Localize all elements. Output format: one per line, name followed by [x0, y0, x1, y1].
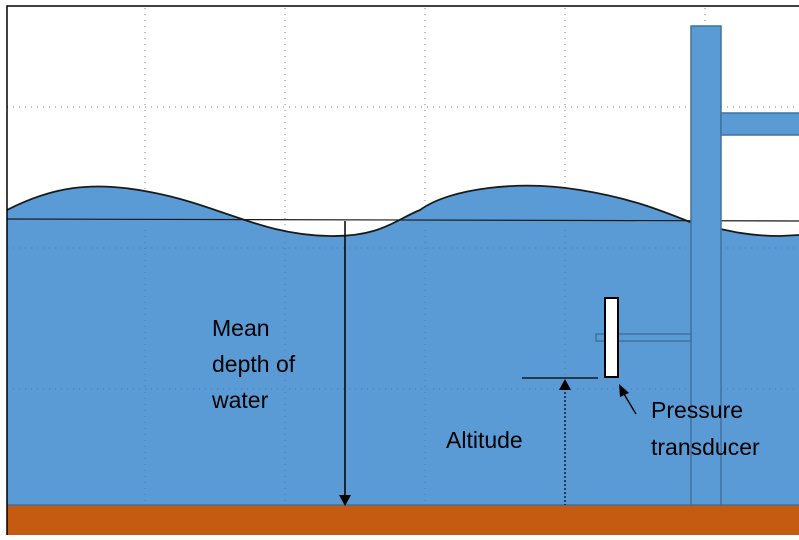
transducer-pointer-arrow: [619, 384, 637, 415]
gauge-post: [690, 25, 722, 511]
mean-depth-line-1: Mean: [212, 315, 270, 341]
altitude-label: Altitude: [446, 427, 523, 453]
pressure-transducer-line-1: Pressure: [651, 397, 743, 423]
mean-depth-line-3: water: [211, 387, 269, 413]
altitude-arrow: [522, 377, 598, 505]
gauge-top-arm: [720, 112, 799, 136]
submerged-grid: [7, 230, 799, 505]
seabed: [7, 505, 799, 535]
pressure-transducer-label: Pressure transducer: [651, 397, 760, 460]
pressure-transducer-line-2: transducer: [651, 434, 760, 460]
sensor-mount-bracket: [595, 333, 692, 342]
mean-water-level-line: [7, 218, 799, 222]
mean-depth-line-2: depth of: [212, 351, 296, 377]
wave-surface-line: [7, 184, 799, 237]
water-body: [7, 185, 799, 511]
pressure-transducer: [604, 297, 619, 378]
mean-depth-arrow: [339, 221, 351, 506]
mean-depth-label: Mean depth of water: [211, 315, 302, 413]
diagram-frame: [6, 5, 799, 540]
